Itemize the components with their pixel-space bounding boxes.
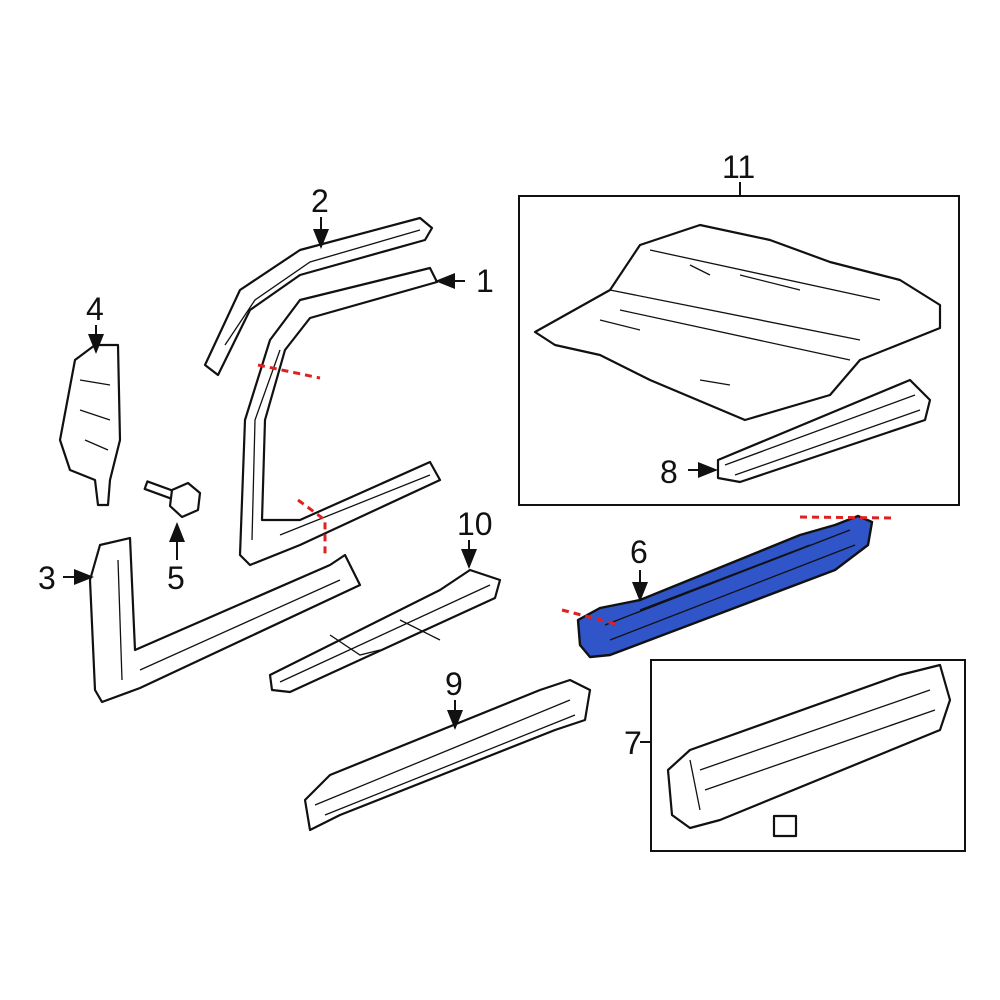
part-5-bolt[interactable] [143,480,202,519]
callout-9: 9 [445,666,463,702]
part-11-floor-pan[interactable] [533,223,942,422]
callout-4: 4 [86,291,104,327]
part-4-bracket[interactable] [58,343,122,507]
callout-7: 7 [624,725,642,761]
part-6-side-sill-highlighted[interactable] [561,514,896,659]
part-10-crossmember[interactable] [268,568,502,694]
callout-1: 1 [476,263,494,299]
part-1-pillar[interactable] [238,266,442,567]
callout-6: 6 [630,534,648,570]
callout-11: 11 [722,149,755,185]
part-2-roof-rail[interactable] [203,216,434,377]
part-8-rail[interactable] [716,378,932,484]
callout-8: 8 [660,454,678,490]
part-3-pillar-sill[interactable] [88,536,362,704]
part-7-sill[interactable] [666,663,952,838]
callout-2: 2 [311,183,329,219]
part-9-frame-rail[interactable] [303,678,592,832]
callout-10: 10 [457,506,493,542]
callout-3: 3 [38,560,56,596]
callout-5: 5 [167,560,185,596]
part-7-box [650,659,966,852]
